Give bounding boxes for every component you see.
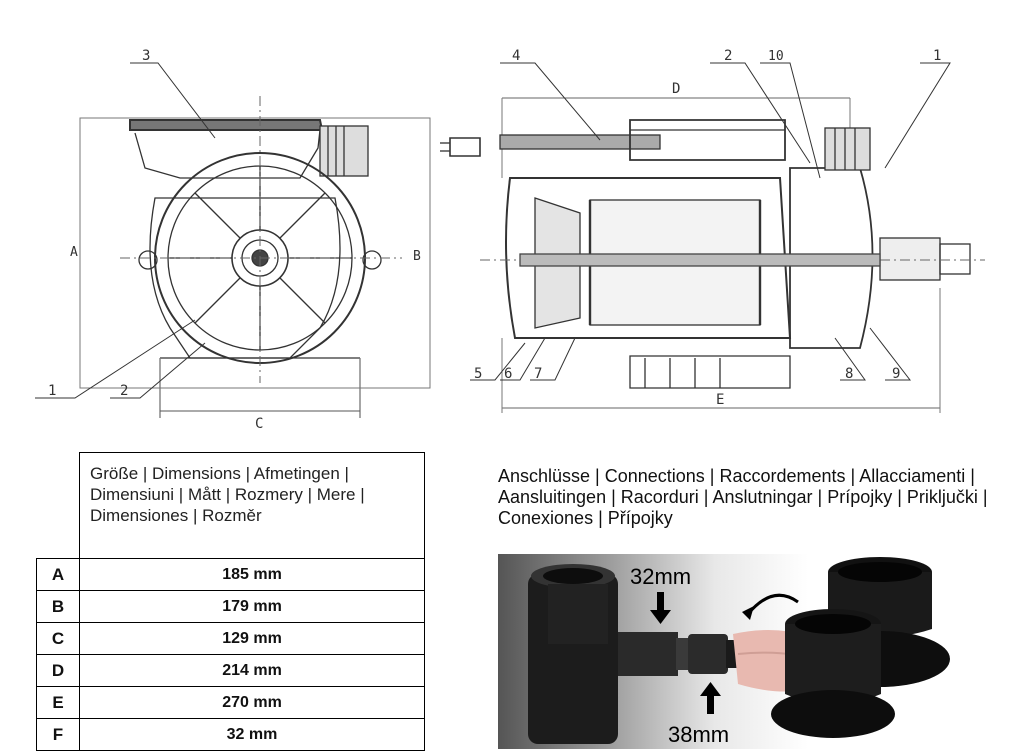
table-row: F 32 mm bbox=[36, 718, 425, 751]
callout-6: 6 bbox=[504, 366, 512, 382]
row-value: 32 mm bbox=[79, 718, 425, 751]
row-value: 270 mm bbox=[79, 686, 425, 719]
table-header: Größe | Dimensions | Afmetingen | Dimens… bbox=[79, 452, 425, 559]
table-header-row: Größe | Dimensions | Afmetingen | Dimens… bbox=[36, 452, 425, 559]
row-value: 129 mm bbox=[79, 622, 425, 655]
callout-1-side: 1 bbox=[933, 48, 941, 64]
row-key: B bbox=[36, 590, 80, 623]
label-32mm: 32mm bbox=[630, 564, 691, 589]
callout-2: 2 bbox=[120, 383, 128, 399]
connections-photo: 32mm 38mm bbox=[498, 554, 950, 749]
row-key: C bbox=[36, 622, 80, 655]
dim-label-b: B bbox=[413, 249, 421, 264]
callout-7: 7 bbox=[534, 366, 542, 382]
table-row: A 185 mm bbox=[36, 558, 425, 591]
table-row: E 270 mm bbox=[36, 686, 425, 719]
dim-label-d: D bbox=[672, 81, 680, 97]
dim-label-e: E bbox=[716, 392, 724, 408]
callout-1: 1 bbox=[48, 383, 56, 399]
callout-10: 10 bbox=[768, 49, 784, 64]
callout-3: 3 bbox=[142, 48, 150, 64]
callout-8: 8 bbox=[845, 366, 853, 382]
callout-2-side: 2 bbox=[724, 48, 732, 64]
table-row: C 129 mm bbox=[36, 622, 425, 655]
row-value: 214 mm bbox=[79, 654, 425, 687]
connections-title: Anschlüsse | Connections | Raccordements… bbox=[498, 466, 988, 528]
table-row: D 214 mm bbox=[36, 654, 425, 687]
row-key: F bbox=[36, 718, 80, 751]
row-key: D bbox=[36, 654, 80, 687]
label-38mm: 38mm bbox=[668, 722, 729, 747]
table-corner bbox=[36, 452, 80, 559]
dimensions-table: Größe | Dimensions | Afmetingen | Dimens… bbox=[36, 452, 425, 751]
dim-label-a: A bbox=[70, 245, 78, 260]
row-key: A bbox=[36, 558, 80, 591]
row-value: 185 mm bbox=[79, 558, 425, 591]
dim-label-c: C bbox=[255, 416, 263, 432]
callout-9: 9 bbox=[892, 366, 900, 382]
row-value: 179 mm bbox=[79, 590, 425, 623]
callout-4: 4 bbox=[512, 48, 520, 64]
table-row: B 179 mm bbox=[36, 590, 425, 623]
side-view-drawing: 4 D 2 10 1 5 6 7 8 9 E bbox=[440, 48, 985, 413]
row-key: E bbox=[36, 686, 80, 719]
callout-5: 5 bbox=[474, 366, 482, 382]
front-view-drawing: 3 1 2 A B C bbox=[35, 48, 431, 432]
